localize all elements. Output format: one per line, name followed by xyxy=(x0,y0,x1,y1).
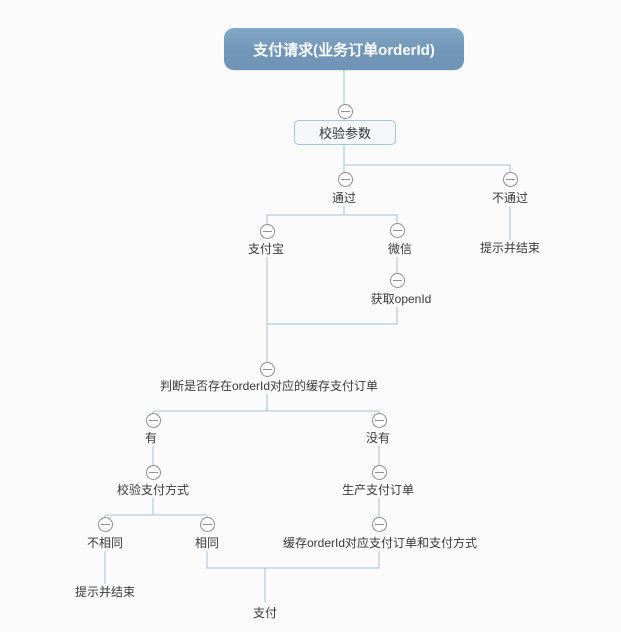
node-pass[interactable]: 通过 xyxy=(331,191,357,205)
collapse-icon[interactable] xyxy=(372,413,387,428)
node-not-same-prompt-end[interactable]: 提示并结束 xyxy=(74,585,136,599)
node-wechat[interactable]: 微信 xyxy=(387,242,413,256)
collapse-icon[interactable] xyxy=(372,465,387,480)
collapse-icon[interactable] xyxy=(146,465,161,480)
node-verify-pay-method[interactable]: 校验支付方式 xyxy=(116,483,190,497)
node-alipay[interactable]: 支付宝 xyxy=(247,242,285,256)
collapse-icon[interactable] xyxy=(338,104,353,119)
collapse-icon[interactable] xyxy=(390,223,405,238)
node-check-cached-order[interactable]: 判断是否存在orderId对应的缓存支付订单 xyxy=(159,379,379,393)
collapse-icon[interactable] xyxy=(503,172,518,187)
collapse-icon[interactable] xyxy=(390,273,405,288)
node-validate-params[interactable]: 校验参数 xyxy=(294,120,396,145)
collapse-icon[interactable] xyxy=(338,172,353,187)
node-fail-prompt-end[interactable]: 提示并结束 xyxy=(479,241,541,255)
node-pay[interactable]: 支付 xyxy=(252,606,278,620)
node-cache-order[interactable]: 缓存orderId对应支付订单和支付方式 xyxy=(282,536,478,550)
node-create-pay-order[interactable]: 生产支付订单 xyxy=(341,483,415,497)
node-payment-request[interactable]: 支付请求(业务订单orderId) xyxy=(224,28,464,70)
node-has[interactable]: 有 xyxy=(144,431,158,445)
collapse-icon[interactable] xyxy=(98,517,113,532)
node-get-openid[interactable]: 获取openId xyxy=(370,292,432,306)
node-not-same[interactable]: 不相同 xyxy=(86,536,124,550)
collapse-icon[interactable] xyxy=(260,362,275,377)
collapse-icon[interactable] xyxy=(200,517,215,532)
collapse-icon[interactable] xyxy=(260,224,275,239)
node-same[interactable]: 相同 xyxy=(194,536,220,550)
collapse-icon[interactable] xyxy=(372,517,387,532)
node-fail[interactable]: 不通过 xyxy=(491,191,529,205)
node-has-not[interactable]: 没有 xyxy=(365,431,391,445)
collapse-icon[interactable] xyxy=(146,413,161,428)
